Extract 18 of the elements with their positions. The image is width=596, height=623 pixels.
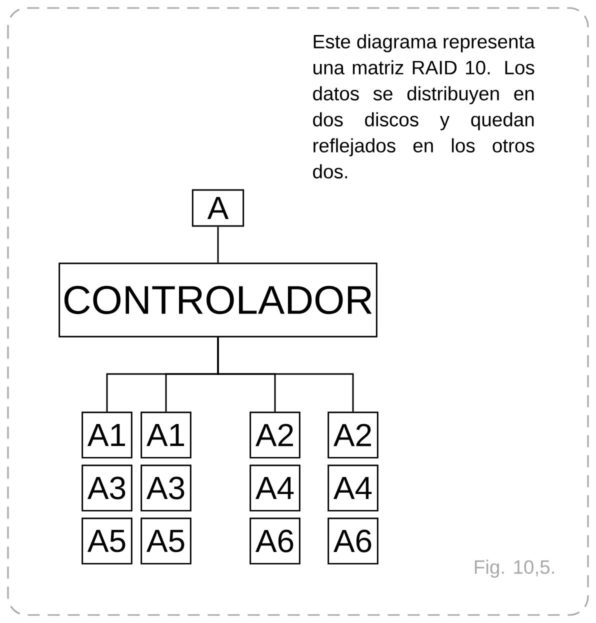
disk-block-box: A1	[140, 412, 192, 458]
disk-block-box: A3	[140, 464, 192, 512]
disk-block-box: A3	[82, 464, 132, 512]
disk-block-box: A1	[82, 412, 132, 458]
connector-line	[217, 226, 219, 263]
disk-block-box: A4	[328, 464, 378, 512]
input-box: A	[192, 189, 244, 227]
description-paragraph: Este diagrama representa una matriz RAID 10. Los datos se distribuyen en dos discos y quedan reflejados en los otros dos.	[313, 34, 535, 178]
connector-line	[217, 337, 354, 412]
disk-block-box: A6	[250, 518, 300, 564]
figure-number: Fig. 10,5.	[474, 560, 554, 578]
disk-block-box: A5	[82, 518, 132, 564]
disk-block-box: A5	[140, 518, 192, 564]
disk-block-box: A2	[250, 412, 300, 458]
disk-block-box: A6	[328, 518, 378, 564]
disk-block-box: A2	[328, 412, 378, 458]
disk-block-box: A4	[250, 464, 300, 512]
controller-box: CONTROLADOR	[58, 262, 378, 338]
